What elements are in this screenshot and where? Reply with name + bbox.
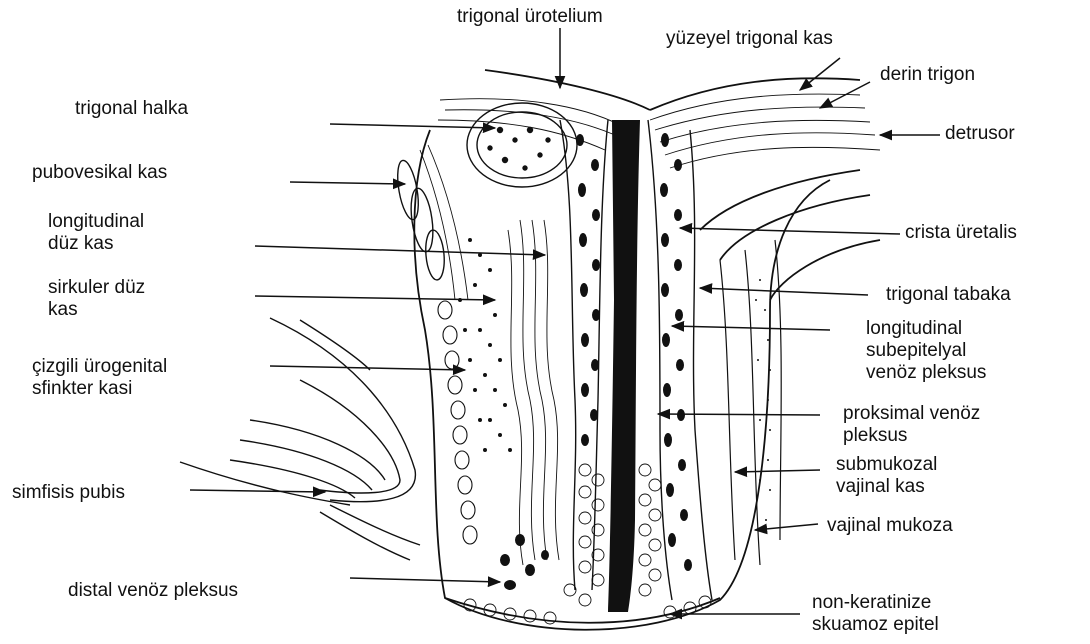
leader-cizgili-urogenital	[270, 366, 465, 370]
label-cizgili-urogenital: çizgili ürogenital sfinkter kasi	[32, 356, 167, 400]
label-distal-venoz: distal venöz pleksus	[68, 580, 238, 602]
label-non-keratinize-line2: skuamoz epitel	[812, 614, 939, 636]
label-crista-uretalis: crista üretalis	[905, 222, 1017, 244]
label-longitudinal-subepitelyal: longitudinal subepitelyal venöz pleksus	[866, 318, 986, 384]
leader-derin-trigon	[820, 82, 870, 108]
symphysis-pubis-drawing	[180, 318, 420, 560]
label-proksimal-venoz-line1: proksimal venöz	[843, 403, 980, 425]
label-submukozal-vajinal: submukozal vajinal kas	[836, 454, 937, 498]
leader-crista-uretalis	[680, 228, 900, 234]
label-sirkuler-duz-kas-line1: sirkuler düz	[48, 277, 145, 299]
label-longitudinal-subepitelyal-line1: longitudinal	[866, 318, 986, 340]
leader-proksimal-venoz	[658, 414, 820, 415]
label-sirkuler-duz-kas-line2: kas	[48, 299, 145, 321]
label-simfisis-pubis: simfisis pubis	[12, 482, 125, 504]
label-vajinal-mukoza: vajinal mukoza	[827, 515, 953, 537]
label-proksimal-venoz: proksimal venöz pleksus	[843, 403, 980, 447]
label-longitudinal-subepitelyal-line2: subepitelyal	[866, 340, 986, 362]
label-sirkuler-duz-kas: sirkuler düz kas	[48, 277, 145, 321]
left-venous-plexus-drawing	[500, 120, 608, 590]
label-submukozal-vajinal-line1: submukozal	[836, 454, 937, 476]
urethra-outline	[414, 70, 880, 630]
label-derin-trigon: derin trigon	[880, 64, 975, 86]
leader-yuzeyel-trigonal-kas	[800, 58, 840, 90]
label-longitudinal-subepitelyal-line3: venöz pleksus	[866, 362, 986, 384]
label-yuzeyel-trigonal-kas: yüzeyel trigonal kas	[666, 28, 833, 50]
circular-smooth-muscle-dots	[458, 238, 512, 452]
label-trigonal-tabaka: trigonal tabaka	[886, 284, 1011, 306]
label-cizgili-urogenital-line2: sfinkter kasi	[32, 378, 167, 400]
leader-pubovesikal-kas	[290, 182, 405, 184]
pubovesical-muscle-drawing	[394, 159, 446, 281]
leader-submukozal-vajinal	[735, 470, 820, 472]
leader-longitudinal-duz-kas	[255, 246, 545, 255]
right-venous-plexus-drawing	[648, 120, 712, 600]
label-submukozal-vajinal-line2: vajinal kas	[836, 476, 937, 498]
label-trigonal-urotelium: trigonal ürotelium	[457, 6, 603, 28]
label-trigonal-halka: trigonal halka	[75, 98, 188, 120]
label-longitudinal-duz-kas: longitudinal düz kas	[48, 211, 144, 255]
striated-sphincter-drawing	[438, 301, 477, 544]
label-non-keratinize-line1: non-keratinize	[812, 592, 939, 614]
label-longitudinal-duz-kas-line1: longitudinal	[48, 211, 144, 233]
trigonal-ring-drawing	[467, 103, 577, 187]
leader-distal-venoz	[350, 578, 500, 582]
label-pubovesikal-kas: pubovesikal kas	[32, 162, 167, 184]
label-proksimal-venoz-line2: pleksus	[843, 425, 980, 447]
leader-trigonal-halka	[330, 124, 495, 128]
leader-trigonal-tabaka	[700, 288, 868, 295]
leader-vajinal-mukoza	[755, 524, 818, 530]
label-cizgili-urogenital-line1: çizgili ürogenital	[32, 356, 167, 378]
label-longitudinal-duz-kas-line2: düz kas	[48, 233, 144, 255]
label-non-keratinize: non-keratinize skuamoz epitel	[812, 592, 939, 636]
leader-simfisis-pubis	[190, 490, 325, 492]
urethral-lumen	[608, 120, 640, 612]
label-detrusor: detrusor	[945, 123, 1015, 145]
leader-sirkuler-duz-kas	[255, 296, 495, 300]
longitudinal-smooth-muscle-fibers	[508, 220, 559, 565]
